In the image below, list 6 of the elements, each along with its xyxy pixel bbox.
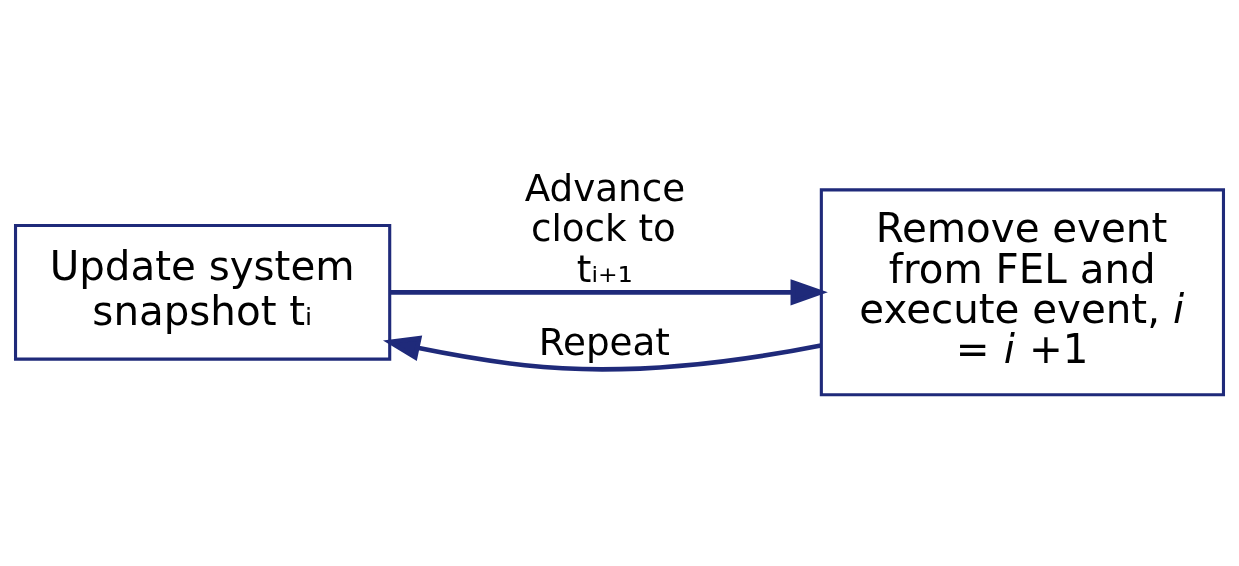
node-box: Update system snapshot tᵢ <box>13 224 392 361</box>
arrow <box>382 335 822 372</box>
node-box: Remove event from FEL and execute event, i = i +1 <box>819 188 1226 397</box>
edge-label: Repeat <box>538 319 670 364</box>
edge-label: Advance clock to tᵢ₊₁ <box>524 166 686 291</box>
arrow <box>390 279 828 306</box>
